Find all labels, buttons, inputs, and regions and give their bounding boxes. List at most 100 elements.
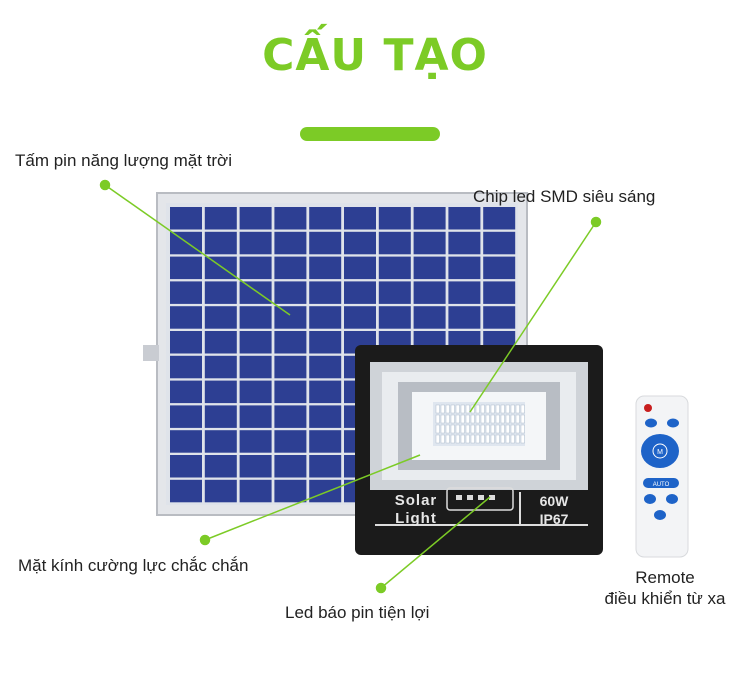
solar-cell [204,256,237,280]
solar-cell [309,256,342,280]
led-chip [440,404,445,414]
led-chip [455,414,460,424]
solar-cell [309,355,342,379]
led-chip [475,424,480,434]
led-chip [515,424,520,434]
led-chip [435,424,440,434]
remote-control: M AUTO [635,395,689,558]
led-chip [500,404,505,414]
solar-cell [309,405,342,428]
solar-cell [274,355,307,379]
solar-cell [309,479,342,503]
led-chip [495,414,500,424]
solar-cell [239,405,272,428]
solar-cell [239,231,272,255]
solar-cell [239,256,272,280]
led-chip [495,404,500,414]
solar-cell [204,455,237,478]
solar-cell [204,479,237,503]
solar-cell [204,430,237,453]
led-chip [505,404,510,414]
solar-cell [378,231,411,255]
solar-cell [239,207,272,230]
solar-cell [204,380,237,404]
solar-cell [344,306,376,329]
solar-cell [274,405,307,428]
led-chip [515,414,520,424]
led-chip [450,404,455,414]
led-chip [460,424,465,434]
led-chip [450,424,455,434]
solar-cell [204,306,237,329]
title-underline [300,127,440,141]
led-chip [465,424,470,434]
solar-cell [170,430,202,453]
led-chip [485,404,490,414]
solar-cell [239,455,272,478]
solar-cell [274,231,307,255]
solar-cell [413,306,446,329]
solar-cell [170,405,202,428]
solar-cell [483,231,516,255]
solar-cell [413,281,446,304]
solar-cell [309,281,342,304]
page-title: CẤU TẠO [262,30,488,81]
solar-cell [344,256,376,280]
solar-cell [170,380,202,404]
label-solar-panel: Tấm pin năng lượng mặt trời [15,151,232,170]
led-chip [460,434,465,444]
solar-cell [309,455,342,478]
led-chip [515,434,520,444]
led-chip [510,424,515,434]
led-chip [485,434,490,444]
solar-cell [309,430,342,453]
solar-cell [274,331,307,354]
led-chip [510,404,515,414]
led-chip [455,424,460,434]
label-remote: Remote điều khiển từ xa [575,567,750,609]
label-led-chip: Chip led SMD siêu sáng [473,187,656,206]
solar-cell [239,331,272,354]
led-chip [445,434,450,444]
solar-panel [143,192,528,516]
solar-cell [483,306,516,329]
led-chip [500,414,505,424]
solar-cell [170,207,202,230]
solar-cell [274,430,307,453]
solar-cell [344,281,376,304]
solar-cell [378,306,411,329]
led-chip [455,404,460,414]
brand-line2: Light [395,510,437,527]
solar-cell [344,207,376,230]
solar-cell [239,430,272,453]
solar-cell [204,281,237,304]
led-chip [455,434,460,444]
led-chip [440,424,445,434]
solar-cell [170,479,202,503]
led-chip [515,404,520,414]
solar-cell [170,256,202,280]
led-chip [480,404,485,414]
solar-cell [448,256,481,280]
led-chip [480,424,485,434]
led-chip [470,434,475,444]
led-chip [435,404,440,414]
solar-cell [413,207,446,230]
remote-m-label: M [657,449,663,456]
callouts [99,179,602,594]
solar-cell [344,231,376,255]
led-chip [435,414,440,424]
led-chip [505,434,510,444]
solar-cell [170,306,202,329]
solar-cell [204,231,237,255]
led-chip [465,434,470,444]
solar-cell [170,331,202,354]
solar-cell [274,380,307,404]
led-chip [495,424,500,434]
led-chip [465,404,470,414]
led-chip [480,414,485,424]
solar-cell [309,380,342,404]
label-battery-indicator: Led báo pin tiện lợi [285,603,430,622]
solar-cell [204,405,237,428]
